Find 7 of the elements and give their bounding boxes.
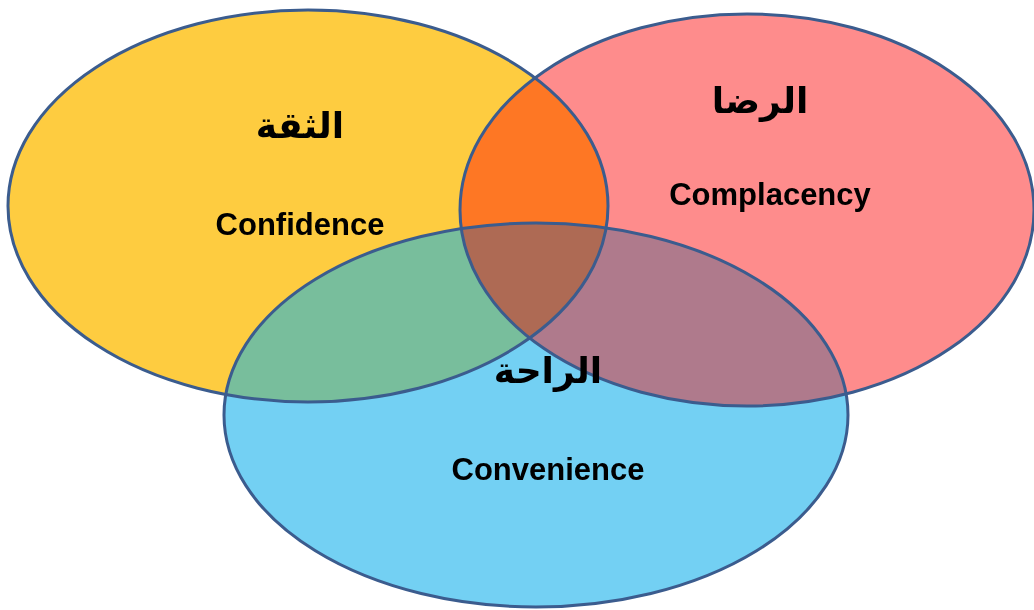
arabic-label: الراحة xyxy=(493,349,603,391)
arabic-label: الثقة xyxy=(255,104,345,146)
english-label: Convenience xyxy=(451,452,645,488)
venn-circle xyxy=(8,10,608,402)
english-label: Complacency xyxy=(669,177,871,213)
english-label: Confidence xyxy=(215,207,385,243)
arabic-label: الرضا xyxy=(711,79,809,121)
